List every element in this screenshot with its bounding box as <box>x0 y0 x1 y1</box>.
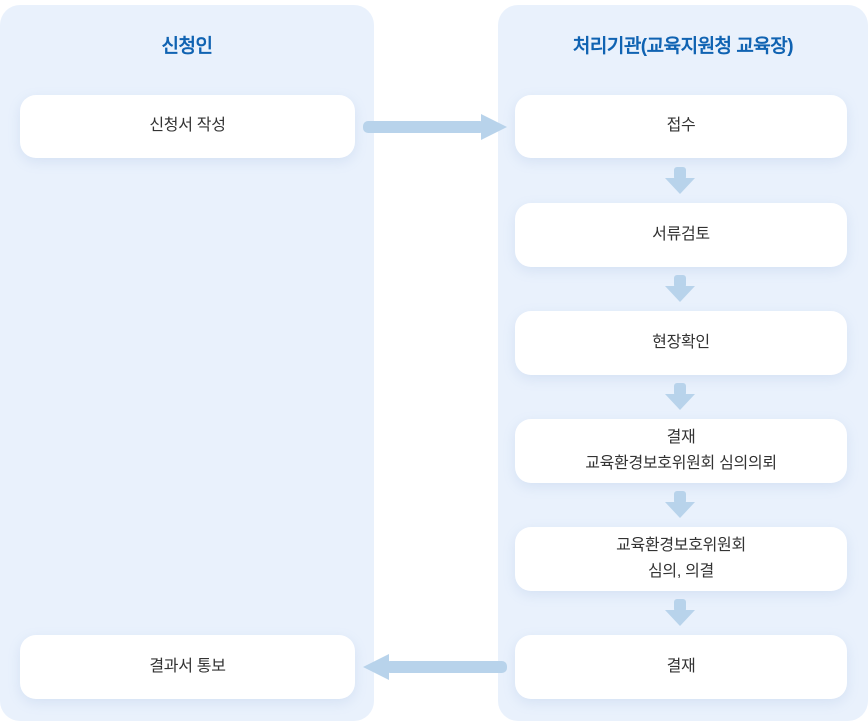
step-box-result-notice: 결과서 통보 <box>20 635 355 699</box>
arrow-down-icon <box>665 167 695 194</box>
applicant-panel-title: 신청인 <box>161 36 213 57</box>
arrow-down-icon <box>665 599 695 626</box>
step-box-approval-review-request: 결재 교육환경보호위원회 심의의뢰 <box>515 419 847 483</box>
step-label: 신청서 작성 <box>149 117 226 135</box>
step-box-application-write: 신청서 작성 <box>20 95 355 158</box>
step-label: 접수 <box>666 117 696 135</box>
step-box-site-check: 현장확인 <box>515 311 847 375</box>
arrow-down-icon <box>665 383 695 410</box>
step-label-line1: 결재 <box>666 428 696 446</box>
step-label: 결과서 통보 <box>149 657 226 675</box>
step-label-line2: 교육환경보호위원회 심의의뢰 <box>585 455 777 472</box>
step-box-document-review: 서류검토 <box>515 203 847 267</box>
step-label: 현장확인 <box>652 333 710 351</box>
step-label: 서류검토 <box>652 225 710 243</box>
step-box-receipt: 접수 <box>515 95 847 158</box>
step-box-approval: 결재 <box>515 635 847 699</box>
step-label: 결재 <box>666 657 696 675</box>
step-label-line2: 심의, 의결 <box>648 563 714 580</box>
arrow-right-icon <box>363 114 507 140</box>
step-box-committee-deliberation: 교육환경보호위원회 심의, 의결 <box>515 527 847 591</box>
arrow-down-icon <box>665 275 695 302</box>
step-label-line1: 교육환경보호위원회 <box>616 536 746 554</box>
arrow-left-icon <box>363 654 507 680</box>
agency-panel-title: 처리기관(교육지원청 교육장) <box>572 36 794 57</box>
arrow-down-icon <box>665 491 695 518</box>
